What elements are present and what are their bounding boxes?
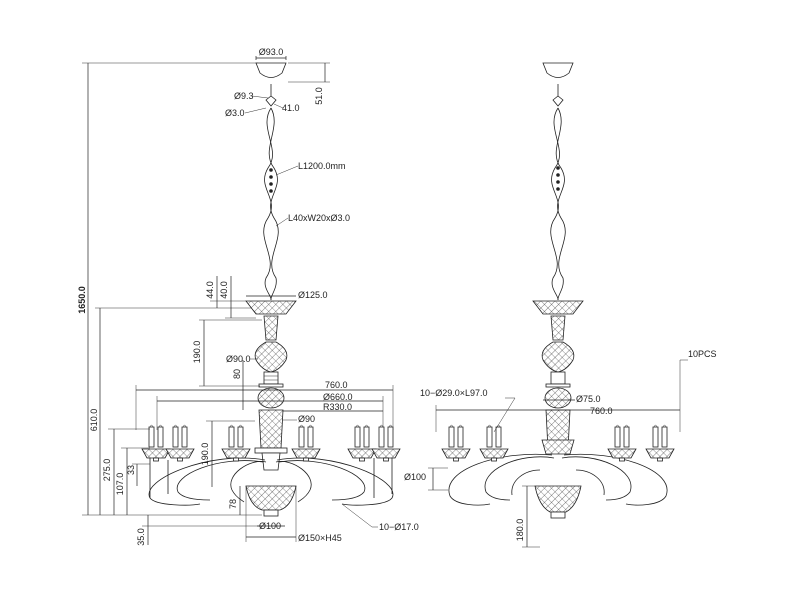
bottom-finial [245,485,297,511]
candle-spec-label: 10−Ø29.0×L97.0 [420,388,488,398]
side-canopy [542,62,574,78]
chain-link-label: L40xW20xØ3.0 [288,213,350,223]
dim-44-label: 44.0 [205,281,215,299]
canopy-height-label: 51.0 [314,87,324,105]
body-height-label: 610.0 [89,409,99,432]
center-90-label: Ø90 [298,414,315,424]
upper-vase [254,341,288,373]
side-bottom-finial [534,485,582,513]
canopy-diameter-label: Ø93.0 [259,47,284,57]
span-760-label: 760.0 [325,380,348,390]
hook-size-label: 41.0 [282,103,300,113]
chain [263,107,273,301]
vase-diameter-label: Ø90.0 [226,354,251,364]
top-bowl-diameter-label: Ø125.0 [298,290,328,300]
dim-35-label: 35.0 [136,528,146,546]
front-view: 1650.0 610.0 Ø93.0 51.0 Ø9.3 41.0 Ø3.0 L… [77,47,419,546]
dim-40-label: 40.0 [219,281,229,299]
dim-190-lower-label: 190.0 [200,443,210,466]
span-660-label: Ø660.0 [323,392,353,402]
arms [148,457,394,506]
side-100-label: Ø100 [404,472,426,482]
upper-column [263,315,279,341]
dim-33-label: 33 [126,465,136,475]
side-75-label: Ø75.0 [576,394,601,404]
hook-diameter-label: Ø9.3 [234,91,254,101]
dim-107-label: 107.0 [115,473,125,496]
lower-column [258,409,284,449]
center-ball [257,387,285,409]
arm-height-label: 275.0 [102,459,112,482]
dim-80-label: 80 [232,369,242,379]
arm-tube-label: 10−Ø17.0 [379,522,419,532]
side-view: 760.0 Ø75.0 10PCS 10−Ø29.0×L97.0 Ø100 18… [404,62,717,548]
pcs-label: 10PCS [688,349,717,359]
dim-78-label: 78 [228,499,238,509]
total-height-label: 1650.0 [77,286,87,314]
wire-diameter-label: Ø3.0 [225,108,245,118]
side-760-label: 760.0 [590,406,613,416]
side-180-label: 180.0 [515,519,525,542]
chain-length-label: L1200.0mm [298,161,346,171]
dim-190-upper-label: 190.0 [192,341,202,364]
bottom-100-label: Ø100 [259,521,281,531]
top-bowl [245,300,297,315]
radius-330-label: R330.0 [323,402,352,412]
canopy [255,62,287,78]
bottom-150-label: Ø150×H45 [298,533,342,543]
